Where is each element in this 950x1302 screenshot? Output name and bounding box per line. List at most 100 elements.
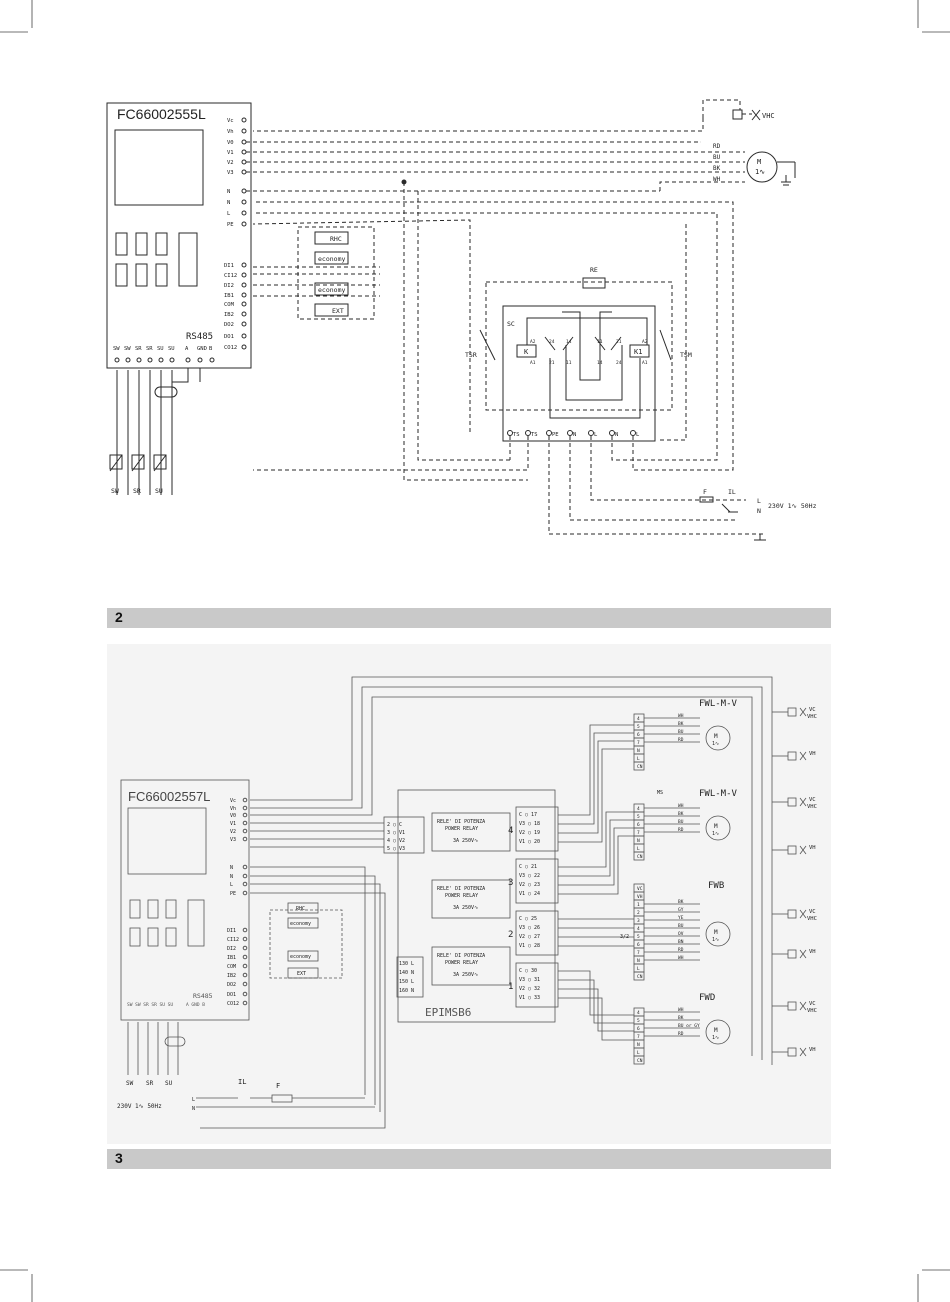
unit-2-motor <box>705 921 731 947</box>
relay-box-3 <box>431 946 511 986</box>
epimsb6-module <box>397 789 556 1023</box>
output-row-1-1: V3 ○ 22 <box>519 873 540 879</box>
fig3-terminal-label-7: N <box>230 874 233 880</box>
bottom-term-label-3: SR <box>146 346 153 352</box>
fig3-terminal-8 <box>242 881 248 887</box>
unit-2-name: FWB <box>708 881 724 891</box>
unit-2-tag: 3/2 <box>620 934 629 940</box>
fig3-terminal-7 <box>242 873 248 879</box>
output-block-2 <box>515 910 559 956</box>
fig3-switch-labels: RHC economy economy EXT <box>290 906 311 977</box>
valve-coil-3 <box>787 845 797 855</box>
fig3-terminal-5 <box>242 836 248 842</box>
valve-coil-6 <box>787 1001 797 1011</box>
unit-2-terminal-label-7: 6 <box>637 942 640 948</box>
fig3-terminal-label-9: PE <box>230 891 236 897</box>
fig3-terminal-3 <box>242 820 248 826</box>
motor-symbol <box>746 151 778 183</box>
controller-display <box>114 129 204 206</box>
unit-1-motor-phase: 1∿ <box>712 831 719 837</box>
bottom-term-3 <box>147 357 153 363</box>
unit-0-wire-label-0: WH <box>678 713 684 719</box>
contact-label-1: A1 <box>530 360 536 366</box>
wire-rd: RD <box>713 143 721 150</box>
relay-bottom-label-6: L <box>636 432 640 438</box>
unit-2-wire-label-1: GY <box>678 907 684 913</box>
figure-2-caption-bar: 2 <box>107 608 831 628</box>
fig3-input-label-3: IB1 <box>227 955 236 961</box>
module-input-2: 4 ○ V2 <box>387 838 405 844</box>
switch-label-rhc: RHC <box>330 235 342 243</box>
input-terminal-6 <box>241 321 247 327</box>
unit-2-terminal-11 <box>633 971 645 981</box>
fig3-switch-label-economy: economy <box>290 921 311 927</box>
fig3-input-label-1: CI12 <box>227 937 239 943</box>
unit-0-wire-label-3: RD <box>678 737 684 743</box>
relay-bottom-terminals <box>507 430 636 436</box>
switch-ext[interactable] <box>314 303 349 317</box>
re-resistor <box>582 277 606 289</box>
fig3-switch-economy-2[interactable] <box>287 950 319 962</box>
unit-1-terminal-6 <box>633 851 645 861</box>
fig3-sensor-sr: SR <box>146 1080 154 1087</box>
unit-3-wire-label-2: BU or GY <box>678 1023 700 1029</box>
sensor-sr-label: SR <box>133 487 141 495</box>
unit-3-wire-label-0: WH <box>678 1007 684 1013</box>
relay-subtitle-0: POWER RELAY <box>445 826 478 832</box>
unit-3-motor <box>705 1019 731 1045</box>
fig3-switch-economy[interactable] <box>287 917 319 929</box>
fig3-switch-ext[interactable] <box>287 967 319 979</box>
switch-label-economy-2: economy <box>318 286 345 294</box>
sc-label: SC <box>507 320 515 328</box>
fig3-input-terminal-6 <box>242 981 248 987</box>
valve-label-a-1: VH <box>809 751 816 757</box>
input-terminal-block <box>383 816 425 854</box>
motor-phase-label: 1∿ <box>755 168 765 176</box>
output-row-2-2: V2 ○ 27 <box>519 934 540 940</box>
relay-title-2: RELE' DI POTENZA <box>437 953 485 959</box>
relay-k-label: K <box>524 348 529 356</box>
fig2-switch-labels: RHC economy economy EXT <box>318 235 345 315</box>
fig3-sensor-sw: SW <box>126 1080 134 1087</box>
contact-label-9: 24 <box>616 360 622 366</box>
module-input-0: 2 ○ C <box>387 822 402 828</box>
rs485-term-label-2: B <box>209 346 213 352</box>
terminal-6 <box>241 188 247 194</box>
unit-2-terminal-label-6: 5 <box>637 934 640 940</box>
relay-box-1 <box>431 812 511 852</box>
unit-2-wire-label-2: YE <box>678 915 684 921</box>
unit-2-terminal-label-9: N <box>637 958 640 964</box>
rs485-term-label-0: A <box>185 346 189 352</box>
valve-icon-0 <box>799 707 807 717</box>
switch-economy[interactable] <box>314 251 349 265</box>
valve-coil-7 <box>787 1047 797 1057</box>
unit-1-motor <box>705 815 731 841</box>
unit-2-terminal-label-4: 3 <box>637 918 640 924</box>
fig3-input-label-2: DI2 <box>227 946 236 952</box>
switch-rhc[interactable] <box>314 231 349 245</box>
unit-3-terminal-label-6: CN <box>637 1058 643 1064</box>
switch-economy-2[interactable] <box>314 282 349 296</box>
valve-label-a-2: VC <box>809 797 816 803</box>
figure-2-number: 2 <box>115 609 123 625</box>
unit-3-terminal-label-1: 5 <box>637 1018 640 1024</box>
supply-f-label: F <box>703 488 707 496</box>
unit-0-terminal-label-2: 6 <box>637 732 640 738</box>
controller3-keys <box>129 899 205 947</box>
fig2-sensor-wires <box>116 368 201 495</box>
rs485-term-0 <box>185 357 191 363</box>
input-terminal-2 <box>241 282 247 288</box>
terminal-3 <box>241 149 247 155</box>
unit-1-motor-label: M <box>714 823 718 830</box>
unit-2-wire-label-6: RD <box>678 947 684 953</box>
terminal-label-vc: Vc <box>227 118 234 124</box>
relay-subtitle-2: POWER RELAY <box>445 960 478 966</box>
fig3-switch-rhc[interactable] <box>287 902 319 914</box>
unit-0-wire-label-1: BK <box>678 721 684 727</box>
fig3-supply-labels: IL F L N 230V 1∿ 50Hz <box>117 1078 280 1112</box>
terminal-label-do2: DO2 <box>224 322 234 328</box>
